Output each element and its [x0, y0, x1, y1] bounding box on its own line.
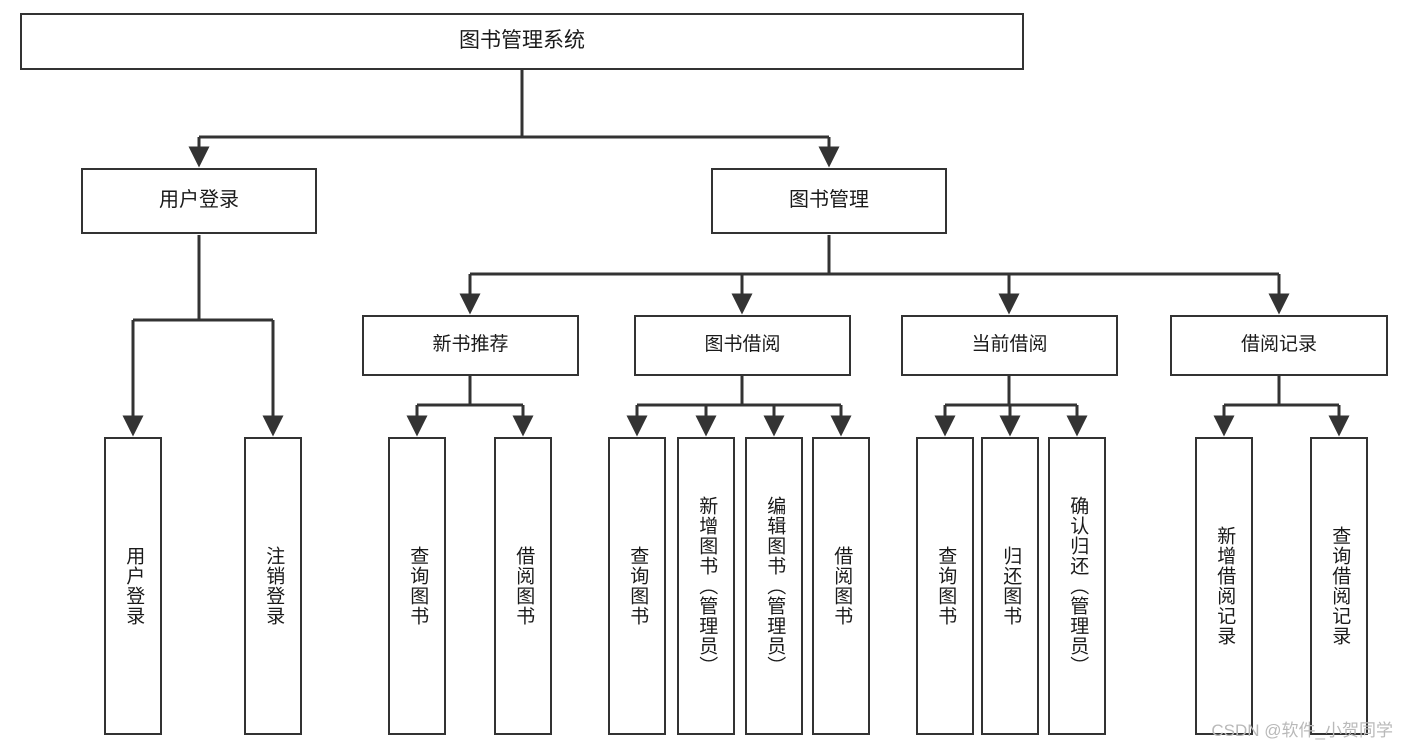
node-book-management[interactable]: 图书管理 [711, 168, 947, 234]
leaf-user-login-login[interactable]: 用户登录 [104, 437, 162, 735]
node-label: 注销登录 [263, 546, 285, 626]
node-label: 确认归还（管理员） [1067, 496, 1089, 676]
node-label: 查询图书 [627, 546, 649, 626]
leaf-book-borrow-add-book-admin[interactable]: 新增图书（管理员） [677, 437, 735, 735]
node-label: 借阅图书 [513, 546, 535, 626]
leaf-new-book-rec-borrow-book[interactable]: 借阅图书 [494, 437, 552, 735]
node-label: 当前借阅 [971, 334, 1048, 356]
node-label: 用户登录 [123, 546, 145, 626]
leaf-book-borrow-borrow-book[interactable]: 借阅图书 [812, 437, 870, 735]
node-label: 图书借阅 [704, 334, 781, 356]
node-label: 编辑图书（管理员） [764, 496, 786, 676]
node-borrowing-record[interactable]: 借阅记录 [1170, 315, 1388, 376]
node-label: 新增借阅记录 [1214, 526, 1236, 646]
node-label: 借阅记录 [1240, 334, 1317, 356]
leaf-current-borrow-query-book[interactable]: 查询图书 [916, 437, 974, 735]
node-user-login[interactable]: 用户登录 [81, 168, 317, 234]
node-new-book-recommendation[interactable]: 新书推荐 [362, 315, 579, 376]
watermark-text: CSDN @软件_小贺同学 [1211, 721, 1393, 740]
node-label: 图书管理 [789, 189, 869, 212]
leaf-user-login-logout[interactable]: 注销登录 [244, 437, 302, 735]
node-label: 查询图书 [935, 546, 957, 626]
node-label: 新增图书（管理员） [696, 496, 718, 676]
node-book-borrowing[interactable]: 图书借阅 [634, 315, 851, 376]
node-label: 图书管理系统 [459, 29, 585, 53]
node-label: 借阅图书 [831, 546, 853, 626]
leaf-book-borrow-edit-book-admin[interactable]: 编辑图书（管理员） [745, 437, 803, 735]
node-label: 新书推荐 [432, 334, 509, 356]
node-root-book-management-system[interactable]: 图书管理系统 [20, 13, 1024, 70]
leaf-new-book-rec-query-book[interactable]: 查询图书 [388, 437, 446, 735]
node-label: 用户登录 [159, 189, 239, 212]
leaf-current-borrow-return-book[interactable]: 归还图书 [981, 437, 1039, 735]
node-label: 查询借阅记录 [1329, 526, 1351, 646]
node-label: 归还图书 [1000, 546, 1022, 626]
leaf-borrow-record-add-record[interactable]: 新增借阅记录 [1195, 437, 1253, 735]
node-label: 查询图书 [407, 546, 429, 626]
leaf-current-borrow-confirm-return-admin[interactable]: 确认归还（管理员） [1048, 437, 1106, 735]
leaf-book-borrow-query-book[interactable]: 查询图书 [608, 437, 666, 735]
node-current-borrowing[interactable]: 当前借阅 [901, 315, 1118, 376]
leaf-borrow-record-query-record[interactable]: 查询借阅记录 [1310, 437, 1368, 735]
